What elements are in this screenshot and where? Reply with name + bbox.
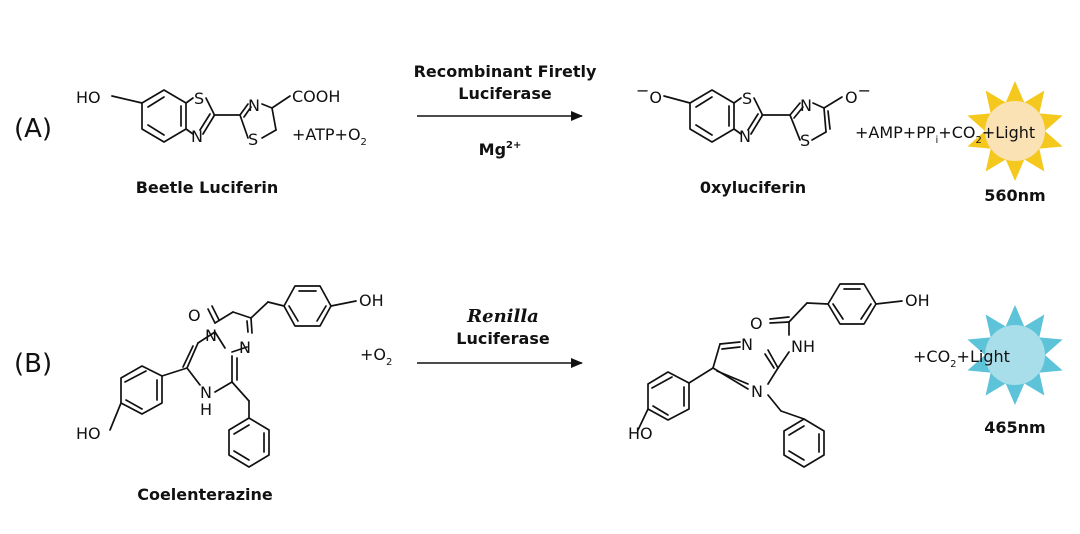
oxyluciferin-label: 0xyluciferin bbox=[700, 178, 806, 197]
beetle-luciferin-structure bbox=[111, 89, 291, 143]
light-emission-yellow-icon bbox=[967, 81, 1063, 181]
atom-oh: OH bbox=[359, 291, 384, 310]
atom-n: N bbox=[741, 335, 753, 354]
atom-cooh: COOH bbox=[292, 87, 340, 106]
panel-b-cofactors: +O2 bbox=[360, 345, 392, 368]
atom-s: S bbox=[742, 89, 752, 108]
atom-ho: HO bbox=[76, 88, 101, 107]
wavelength-b: 465nm bbox=[984, 418, 1045, 437]
panel-a-cofactors: +ATP+O2 bbox=[292, 125, 367, 148]
wavelength-a: 560nm bbox=[984, 186, 1045, 205]
magnesium-ion: Mg2+ bbox=[479, 140, 522, 159]
panel-b-tag: (B) bbox=[14, 349, 52, 379]
coelenteramide-structure bbox=[637, 283, 903, 468]
beetle-luciferin-label: Beetle Luciferin bbox=[136, 178, 279, 197]
enzyme-a-line2: Luciferase bbox=[458, 84, 552, 103]
atom-s: S bbox=[194, 89, 204, 108]
atom-n: N bbox=[739, 127, 751, 146]
coelenterazine-label: Coelenterazine bbox=[137, 485, 273, 504]
atom-n: N bbox=[200, 383, 212, 402]
atom-n: N bbox=[248, 96, 260, 115]
enzyme-a-line1: Recombinant Firetly bbox=[414, 62, 597, 81]
panel-a-tag: (A) bbox=[14, 114, 52, 144]
atom-n: N bbox=[800, 96, 812, 115]
atom-ho: HO bbox=[76, 424, 101, 443]
atom-ho: HO bbox=[628, 424, 653, 443]
atom-n: N bbox=[191, 127, 203, 146]
light-emission-blue-icon bbox=[967, 305, 1063, 405]
atom-n: N bbox=[751, 382, 763, 401]
atom-n: N bbox=[205, 326, 217, 345]
atom-n: N bbox=[239, 338, 251, 357]
enzyme-b-line2: Luciferase bbox=[456, 329, 550, 348]
panel-a-byproducts: +AMP+PPi+CO2+Light bbox=[855, 123, 1035, 146]
atom-s: S bbox=[248, 130, 258, 149]
atom-o-minus: O− bbox=[845, 81, 871, 107]
atom-nh: NH bbox=[791, 337, 815, 356]
atom-o-minus: −O bbox=[636, 81, 662, 107]
atom-o: O bbox=[188, 306, 201, 325]
enzyme-b-line1: Renilla bbox=[466, 306, 539, 327]
atom-oh: OH bbox=[905, 291, 930, 310]
coelenterazine-structure bbox=[109, 285, 357, 468]
atom-s: S bbox=[800, 131, 810, 150]
oxyluciferin-structure bbox=[663, 89, 843, 143]
atom-o: O bbox=[750, 314, 763, 333]
atom-h: H bbox=[200, 400, 212, 419]
panel-b-byproducts: +CO2+Light bbox=[913, 347, 1010, 370]
